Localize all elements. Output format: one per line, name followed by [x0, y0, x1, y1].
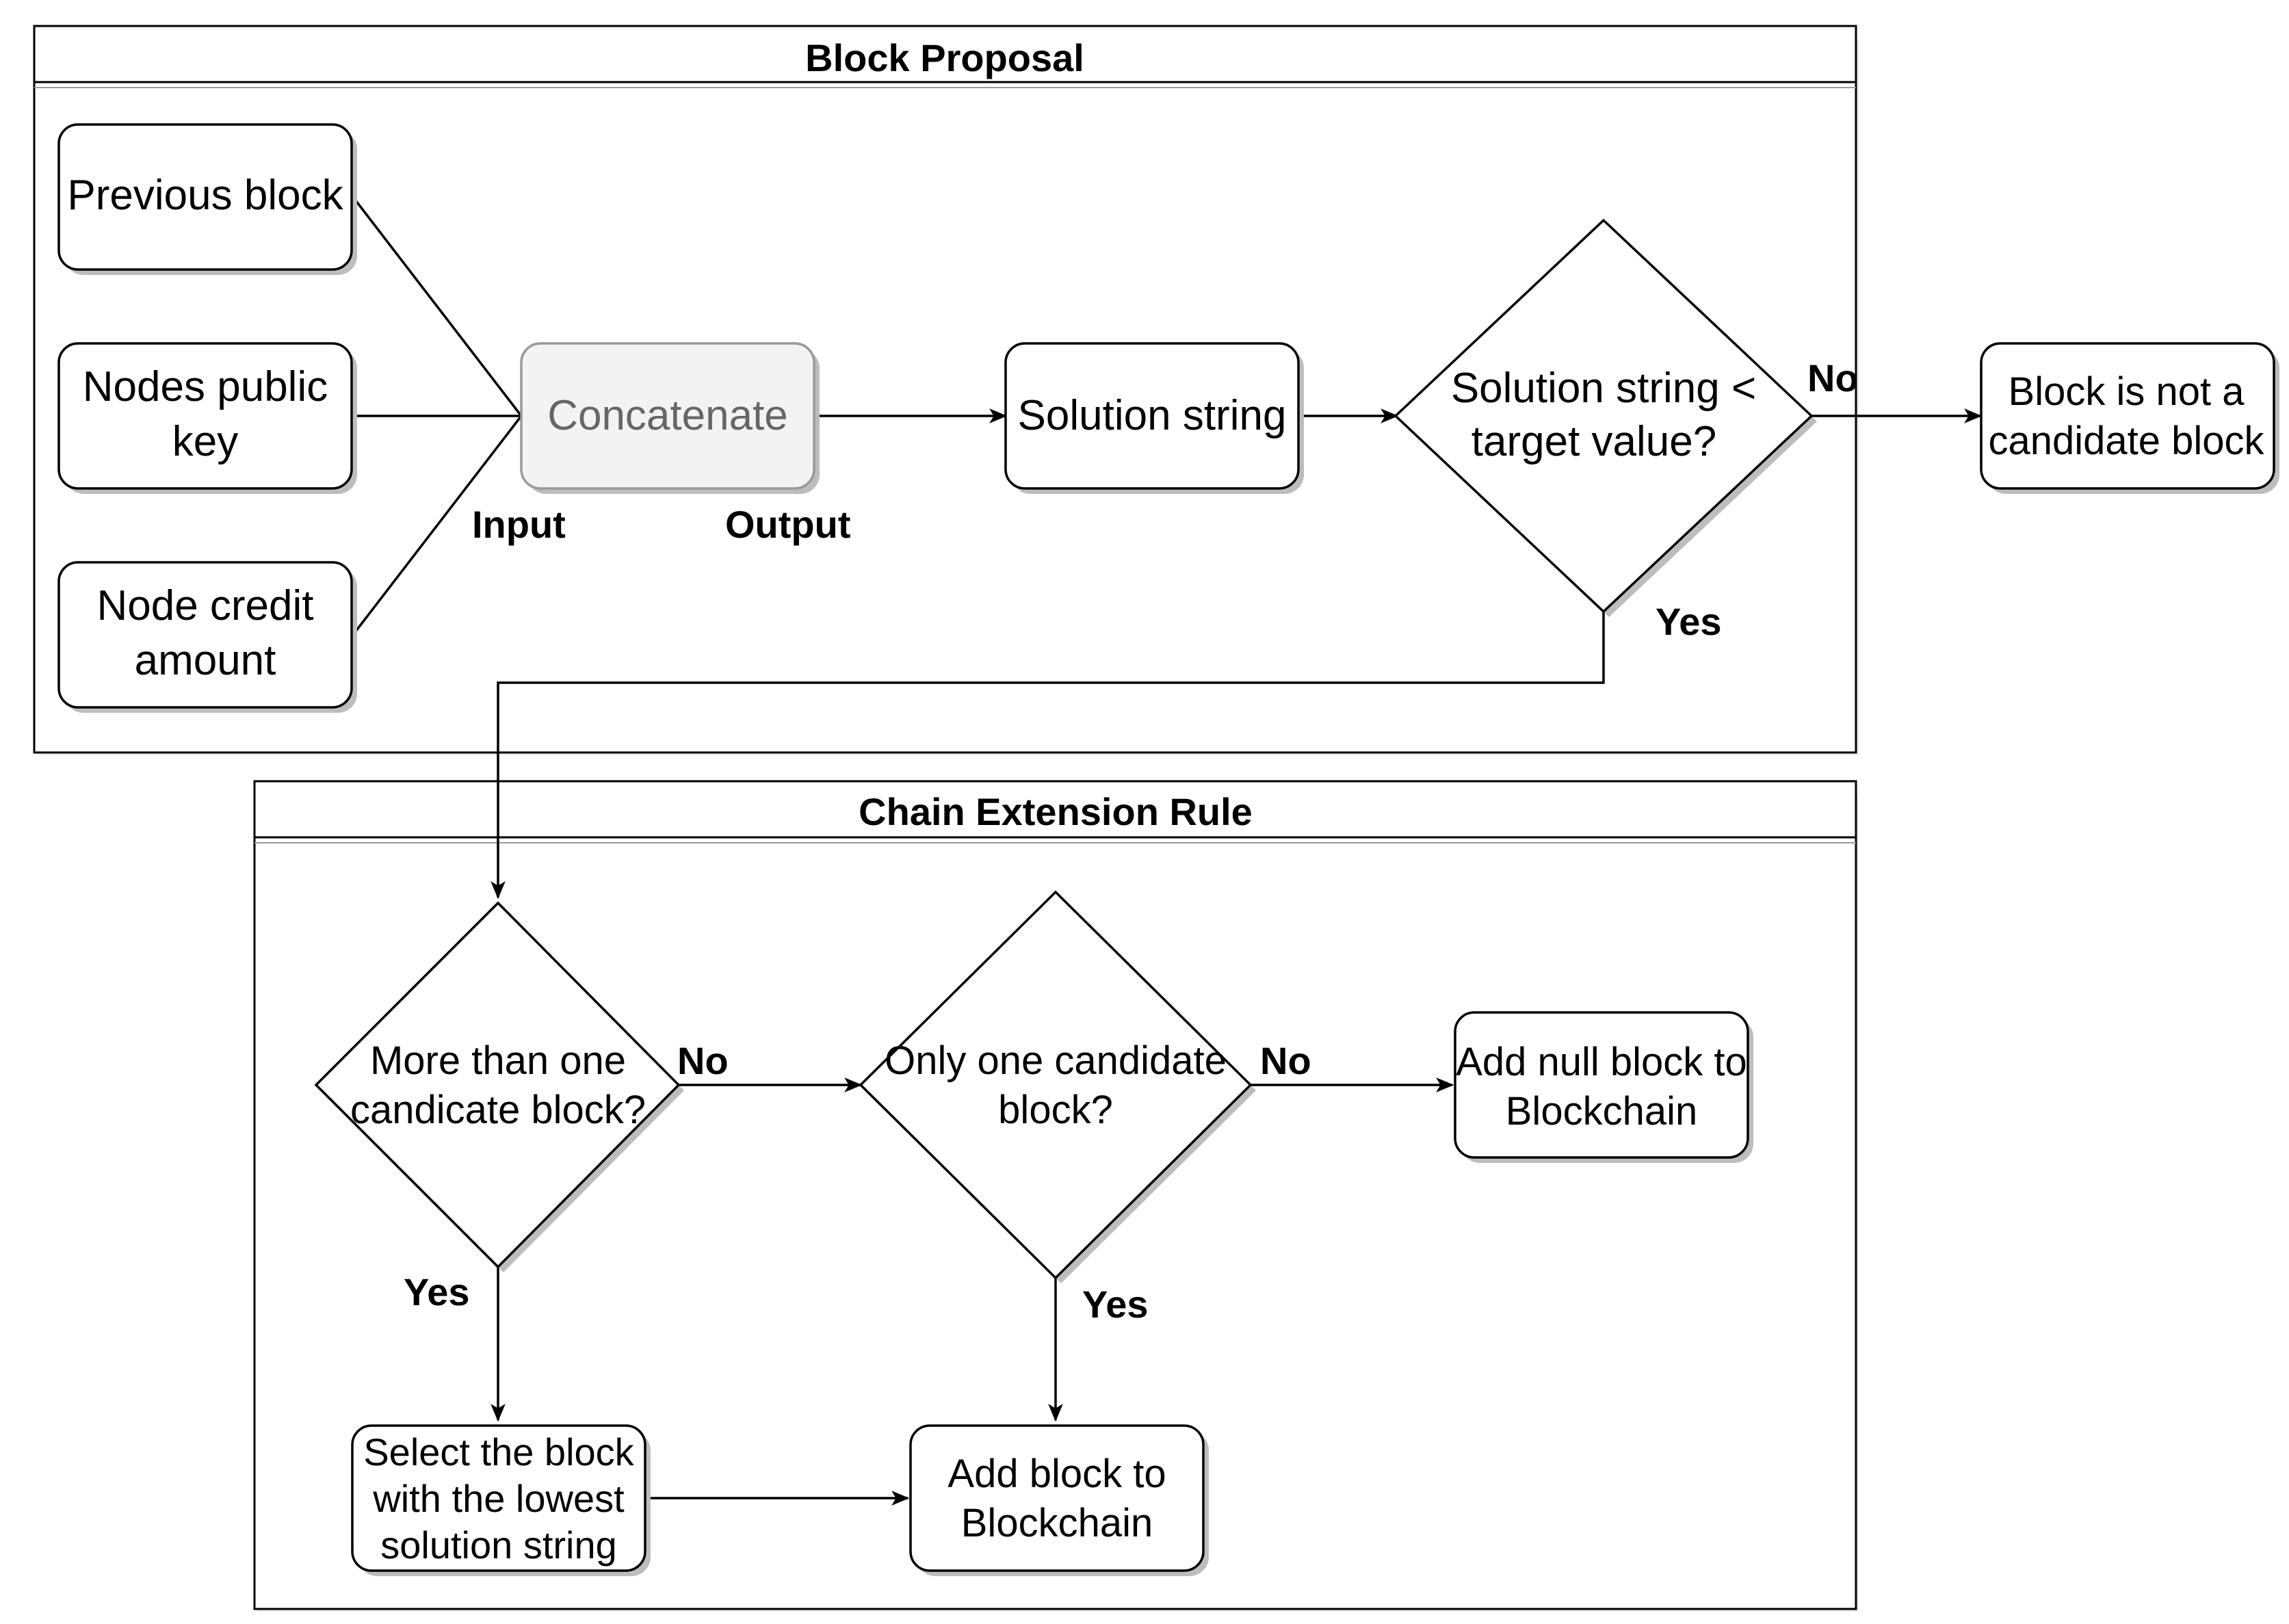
chain-extension-title: Chain Extension Rule — [859, 790, 1253, 833]
label-target-no: No — [1807, 356, 1859, 400]
node-public-key-line-1: Nodes public — [83, 363, 328, 410]
node-not-candidate: Block is not a candidate block — [1980, 342, 2279, 494]
label-input: Input — [472, 503, 566, 546]
node-decision-only-one: Only one candidate block? — [859, 890, 1256, 1283]
node-credit-line-2: amount — [135, 637, 276, 684]
edge-decision-yes — [490, 612, 1605, 900]
node-credit-line-1: Node credit — [96, 582, 313, 629]
node-add-block: Add block to Blockchain — [909, 1424, 1209, 1576]
node-nodes-public-key: Nodes public key — [57, 342, 357, 494]
edge-credit-to-concatenate — [352, 415, 523, 636]
node-public-key-line-2: key — [172, 418, 238, 465]
label-more-no: No — [677, 1039, 729, 1082]
node-add-block-line-2: Blockchain — [961, 1501, 1153, 1545]
node-decision-only-line-2: block? — [998, 1088, 1113, 1132]
node-decision-more-line-2: candicate block? — [350, 1088, 646, 1132]
node-not-candidate-line-1: Block is not a — [2009, 369, 2245, 414]
edge-previous-to-concatenate — [352, 196, 523, 417]
label-output: Output — [725, 503, 850, 546]
label-only-no: No — [1260, 1039, 1311, 1082]
node-add-null-line-1: Add null block to — [1456, 1040, 1747, 1084]
label-target-yes: Yes — [1656, 600, 1722, 643]
node-add-null-block: Add null block to Blockchain — [1454, 1011, 1753, 1163]
node-node-credit-amount: Node credit amount — [57, 561, 357, 713]
node-previous-block-line-1: Previous block — [67, 172, 343, 219]
node-add-null-line-2: Blockchain — [1506, 1089, 1697, 1134]
node-solution-string: Solution string — [1004, 342, 1304, 494]
node-concatenate-line-1: Concatenate — [547, 392, 788, 439]
node-add-block-line-1: Add block to — [947, 1452, 1166, 1496]
node-decision-target: Solution string < target value? — [1394, 218, 1817, 617]
edges — [352, 196, 1983, 1506]
node-select-lowest-line-1: Select the block — [363, 1430, 634, 1474]
node-decision-target-line-1: Solution string < — [1451, 365, 1756, 412]
label-only-yes: Yes — [1082, 1283, 1149, 1326]
node-select-lowest-line-3: solution string — [380, 1523, 617, 1567]
edge-labels: Input Output No Yes No Yes No Yes — [404, 356, 1859, 1326]
node-solution-string-line-1: Solution string — [1018, 392, 1287, 439]
node-not-candidate-line-2: candidate block — [1988, 419, 2264, 463]
node-decision-more-than-one: More than one candicate block? — [314, 901, 684, 1272]
node-decision-only-line-1: Only one candidate — [885, 1038, 1227, 1083]
node-select-lowest: Select the block with the lowest solutio… — [351, 1424, 651, 1576]
node-concatenate: Concatenate — [520, 342, 820, 494]
block-proposal-title: Block Proposal — [805, 36, 1084, 79]
node-decision-target-line-2: target value? — [1472, 418, 1716, 465]
node-decision-more-line-1: More than one — [370, 1038, 626, 1083]
label-more-yes: Yes — [404, 1270, 470, 1313]
node-previous-block: Previous block — [57, 123, 357, 275]
node-select-lowest-line-2: with the lowest — [372, 1477, 625, 1520]
